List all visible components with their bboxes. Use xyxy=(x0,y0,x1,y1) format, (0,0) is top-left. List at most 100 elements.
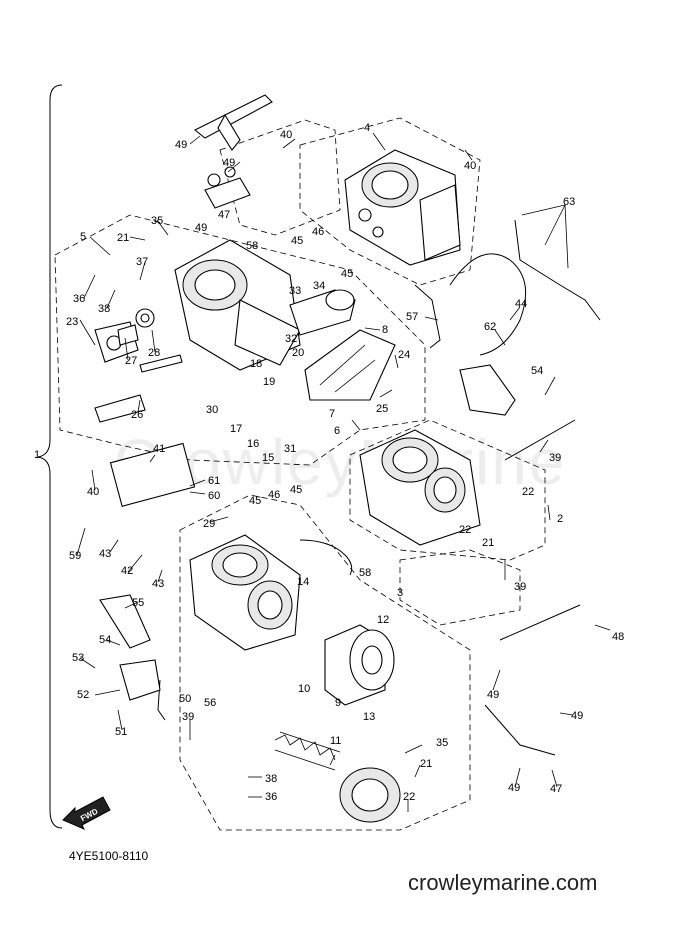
callout-26: 26 xyxy=(131,409,143,421)
link-rod-39 xyxy=(504,419,576,461)
callout-40b: 40 xyxy=(464,160,476,172)
boundary-2 xyxy=(349,419,546,561)
callout-36b: 36 xyxy=(265,791,277,803)
callout-45c: 45 xyxy=(290,484,302,496)
callout-57: 57 xyxy=(406,311,418,323)
callout-28: 28 xyxy=(148,347,160,359)
callout-35a: 35 xyxy=(151,215,163,227)
callout-45d: 45 xyxy=(249,495,261,507)
callout-47a: 47 xyxy=(218,209,230,221)
diaphragm-assembly xyxy=(274,624,395,771)
callout-49a: 49 xyxy=(175,139,187,151)
callout-30: 30 xyxy=(206,404,218,416)
callout-52: 52 xyxy=(77,689,89,701)
callout-61: 61 xyxy=(208,475,220,487)
linkage-bracket-top xyxy=(193,94,273,209)
callout-22b: 22 xyxy=(459,524,471,536)
leader-lines xyxy=(76,132,611,812)
boundary-4 xyxy=(299,117,481,286)
boundary-5 xyxy=(54,214,426,466)
bracket-41 xyxy=(109,442,196,507)
callout-14: 14 xyxy=(297,576,309,588)
callout-21a: 21 xyxy=(117,232,129,244)
hose-58 xyxy=(299,539,353,576)
link-rod-lower xyxy=(499,604,581,641)
callout-13: 13 xyxy=(363,711,375,723)
callout-25: 25 xyxy=(376,403,388,415)
callout-39c: 39 xyxy=(182,711,194,723)
float-bowl-8 xyxy=(304,329,396,401)
callout-39a: 39 xyxy=(549,452,561,464)
callout-37: 37 xyxy=(136,256,148,268)
callout-58a: 58 xyxy=(246,240,258,252)
callout-5: 5 xyxy=(80,231,86,243)
callout-53: 53 xyxy=(72,652,84,664)
boundary-39 xyxy=(399,549,521,626)
diagram-code: 4YE5100-8110 xyxy=(69,849,149,863)
callout-32: 32 xyxy=(285,333,297,345)
sensor-52 xyxy=(119,659,161,701)
callout-44: 44 xyxy=(515,298,527,310)
callout-2: 2 xyxy=(557,513,563,525)
callout-49b: 49 xyxy=(223,157,235,169)
callout-33: 33 xyxy=(289,285,301,297)
callout-labels: 1 2 3 4 5 6 7 8 9 10 11 12 13 14 15 16 1… xyxy=(34,122,624,803)
callout-40a: 40 xyxy=(280,129,292,141)
callout-46b: 46 xyxy=(268,489,280,501)
callout-41: 41 xyxy=(153,443,165,455)
callout-54a: 54 xyxy=(99,634,111,646)
carburetor-4 xyxy=(344,149,461,266)
callout-38a: 38 xyxy=(98,303,110,315)
callout-46a: 46 xyxy=(312,226,324,238)
carburetor-5 xyxy=(94,239,301,423)
callout-43b: 43 xyxy=(152,578,164,590)
callout-6: 6 xyxy=(334,425,340,437)
callout-59: 59 xyxy=(69,550,81,562)
callout-49c: 49 xyxy=(195,222,207,234)
cable-63 xyxy=(514,219,601,321)
callout-48: 48 xyxy=(612,631,624,643)
assembly-brace xyxy=(37,84,63,829)
callout-10: 10 xyxy=(298,683,310,695)
boundary-40-top xyxy=(219,119,341,236)
callout-45a: 45 xyxy=(291,235,303,247)
callout-9: 9 xyxy=(335,697,341,709)
callout-21c: 21 xyxy=(420,758,432,770)
callout-23: 23 xyxy=(66,316,78,328)
callout-40c: 40 xyxy=(87,486,99,498)
callout-16: 16 xyxy=(247,438,259,450)
callout-7: 7 xyxy=(329,408,335,420)
carburetor-3 xyxy=(189,534,301,651)
callout-36a: 36 xyxy=(73,293,85,305)
callout-34: 34 xyxy=(313,280,325,292)
callout-42: 42 xyxy=(121,565,133,577)
callout-22c: 22 xyxy=(403,791,415,803)
callout-62: 62 xyxy=(484,321,496,333)
callout-8: 8 xyxy=(382,324,388,336)
bracket-55 xyxy=(99,594,151,649)
callout-60: 60 xyxy=(208,490,220,502)
assembly-33-34 xyxy=(289,289,356,336)
callout-45b: 45 xyxy=(341,268,353,280)
callout-49d: 49 xyxy=(487,689,499,701)
callout-11: 11 xyxy=(330,735,341,747)
site-credit: crowleymarine.com xyxy=(408,870,598,895)
callout-49f: 49 xyxy=(508,782,520,794)
callout-17: 17 xyxy=(230,423,242,435)
throttle-cable-44 xyxy=(449,253,527,356)
callout-51: 51 xyxy=(115,726,127,738)
callout-49e: 49 xyxy=(571,710,583,722)
top-cover xyxy=(339,767,401,823)
callout-55: 55 xyxy=(132,597,144,609)
callout-56: 56 xyxy=(204,697,216,709)
fwd-arrow-icon: FWD xyxy=(62,796,111,830)
callout-35b: 35 xyxy=(436,737,448,749)
callout-12: 12 xyxy=(377,614,389,626)
callout-63: 63 xyxy=(563,196,575,208)
callout-3: 3 xyxy=(397,587,403,599)
callout-47b: 47 xyxy=(550,783,562,795)
link-arm-47 xyxy=(484,704,556,756)
callout-20: 20 xyxy=(292,347,304,359)
